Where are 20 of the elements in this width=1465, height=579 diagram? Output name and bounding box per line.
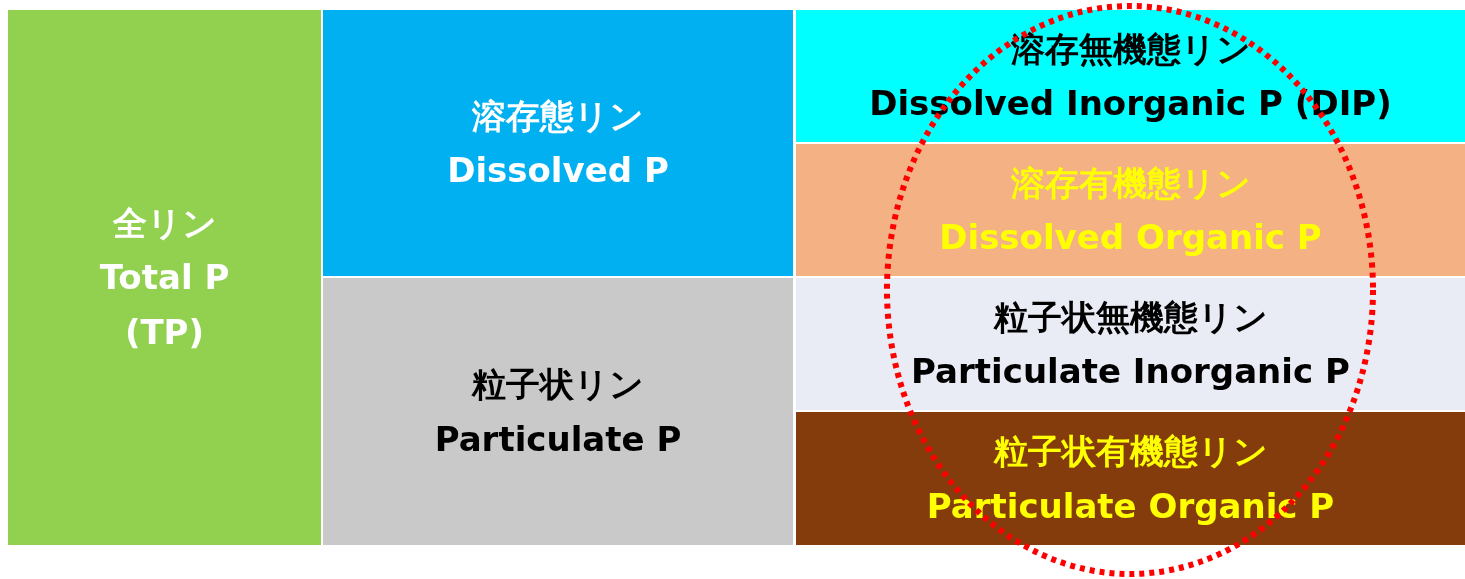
category-box bbox=[796, 278, 1465, 410]
english-label: Dissolved Organic P bbox=[939, 216, 1322, 259]
japanese-label: 全リン bbox=[112, 201, 217, 245]
category-box bbox=[796, 412, 1465, 545]
english-label: Particulate P bbox=[434, 417, 682, 461]
japanese-label: 粒子状有機態リン bbox=[993, 430, 1268, 474]
japanese-label: 粒子状無機態リン bbox=[993, 295, 1268, 339]
category-box bbox=[323, 10, 793, 276]
japanese-label: 粒子状リン bbox=[472, 363, 644, 407]
category-box bbox=[796, 10, 1465, 142]
japanese-label: 溶存有機態リン bbox=[1010, 161, 1251, 205]
english-label: Total P (TP) bbox=[98, 256, 231, 354]
category-box bbox=[796, 144, 1465, 276]
category-box bbox=[323, 278, 793, 545]
english-label: Particulate Inorganic P bbox=[911, 350, 1350, 393]
japanese-label: 溶存態リン bbox=[472, 94, 644, 138]
english-label: Dissolved P bbox=[447, 149, 669, 192]
category-box bbox=[8, 10, 321, 545]
english-label: Dissolved Inorganic P (DIP) bbox=[869, 82, 1392, 125]
japanese-label: 溶存無機態リン bbox=[1010, 27, 1251, 71]
